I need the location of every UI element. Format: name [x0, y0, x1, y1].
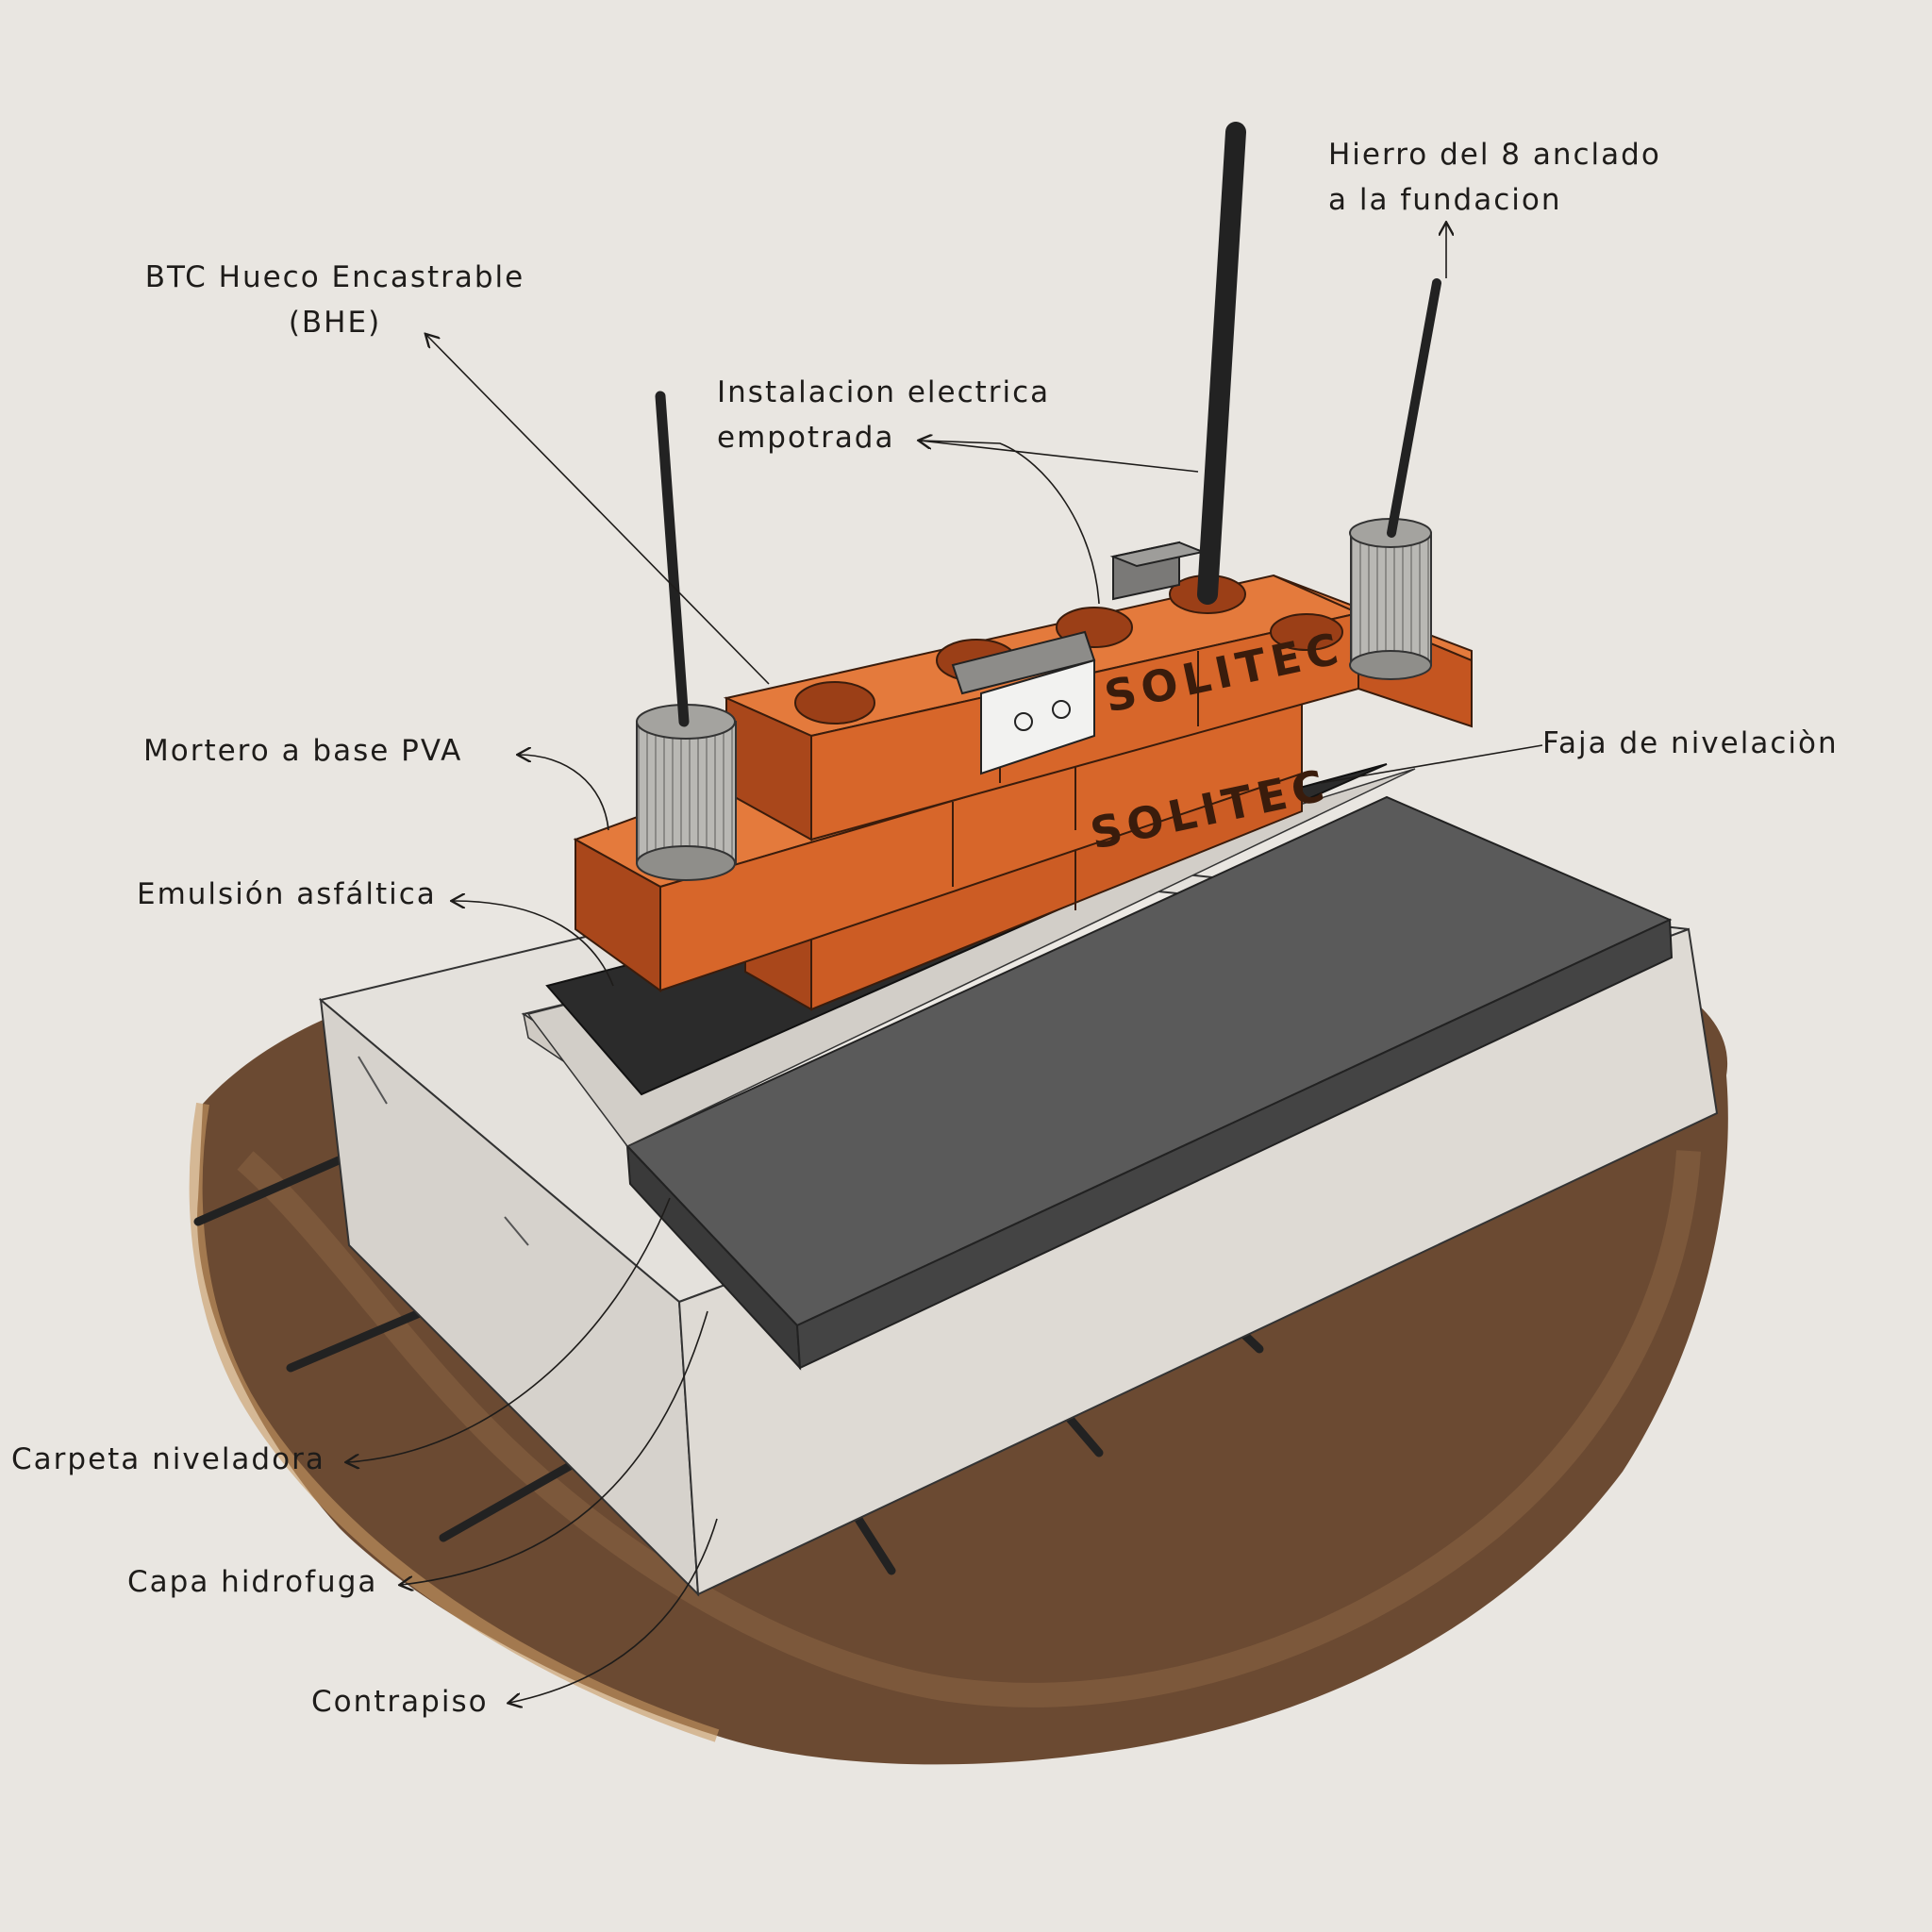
brick-course-2-side [575, 838, 661, 992]
mortar-cylinder-left [636, 704, 737, 881]
mortar-cylinder-right [1349, 518, 1432, 680]
electrical-outlet-box [951, 630, 1096, 775]
leader-lines [347, 224, 1543, 1703]
label-carpeta: Carpeta niveladora [11, 1442, 325, 1476]
label-instalacion-line1: Instalacion electrica [717, 375, 1051, 409]
label-btc-line1: BTC Hueco Encastrable [144, 260, 525, 294]
label-faja: Faja de nivelaciòn [1542, 726, 1839, 760]
label-hierro-line1: Hierro del 8 anclado [1328, 138, 1661, 172]
electrical-box-upper [1109, 541, 1207, 601]
label-instalacion-line2: empotrada [717, 421, 895, 455]
label-capa: Capa hidrofuga [127, 1565, 378, 1599]
vertical-rebars [655, 122, 1441, 727]
label-btc-line2: (BHE) [288, 306, 382, 340]
label-emulsion: Emulsión asfáltica [137, 877, 437, 911]
outlet-socket-icon [1052, 700, 1071, 719]
soil-highlight [237, 1150, 1701, 1707]
label-hierro-line2: a la fundacion [1328, 183, 1562, 217]
label-contrapiso: Contrapiso [311, 1685, 489, 1719]
carpeta-niveladora-side [795, 918, 1674, 1370]
soil-edge [189, 1102, 720, 1742]
label-instalacion: Instalacion electrica empotrada [717, 370, 1050, 460]
label-hierro: Hierro del 8 anclado a la fundacion [1328, 132, 1661, 223]
outlet-socket-icon [1014, 712, 1033, 731]
label-mortero: Mortero a base PVA [143, 734, 463, 768]
label-btc-hueco: BTC Hueco Encastrable (BHE) [113, 255, 557, 345]
